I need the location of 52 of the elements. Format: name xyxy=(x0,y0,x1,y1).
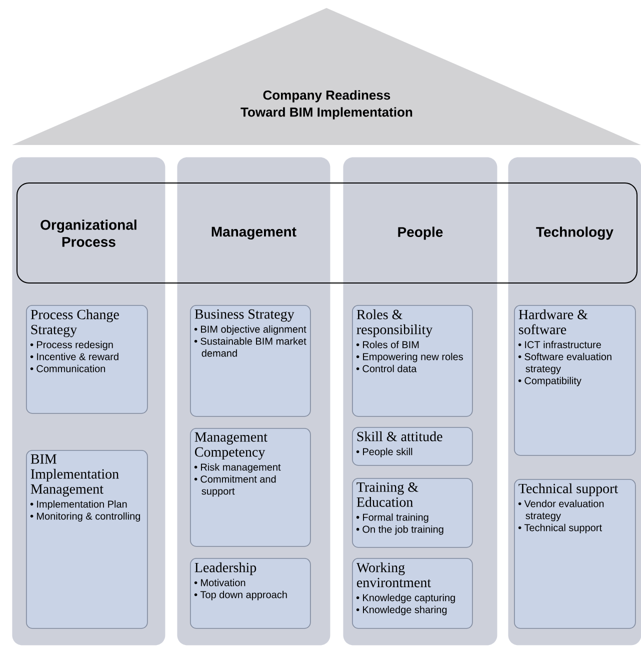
box-heading: Roles & responsibility xyxy=(356,309,433,338)
box-heading: Hardware & software xyxy=(518,309,588,334)
box-heading: Training & Education xyxy=(356,482,418,507)
bullet-item: ICT infrastructure xyxy=(518,340,601,348)
box-heading: Technical support xyxy=(518,483,618,496)
category-box xyxy=(352,478,473,548)
category-box xyxy=(26,305,148,414)
box-heading: BIM Implementation Management xyxy=(30,454,119,497)
bullet-item: Risk management xyxy=(194,463,281,473)
pillar-heading: Organizational Process xyxy=(40,220,136,247)
bullet-item: Sustainable BIM market demand xyxy=(194,337,306,357)
bullet-item: Software evaluation strategy xyxy=(518,352,612,374)
bullet-item: Monitoring & controlling xyxy=(30,512,140,522)
bullet-item: Knowledge sharing xyxy=(356,606,447,616)
box-heading: Process Change Strategy xyxy=(30,309,119,338)
bullet-item: Vendor evaluation strategy xyxy=(518,500,604,522)
bullet-item: Roles of BIM xyxy=(356,340,419,348)
bullet-item: Technical support xyxy=(518,524,602,534)
box-heading: Management Competency xyxy=(194,432,268,460)
bullet-item: Incentive & reward xyxy=(30,352,118,360)
category-box xyxy=(352,558,473,629)
pillar-heading: People xyxy=(398,226,443,240)
category-box xyxy=(514,479,636,629)
roof-triangle xyxy=(12,8,641,145)
category-box xyxy=(26,450,148,629)
bullet-item: Knowledge capturing xyxy=(356,594,455,604)
box-heading: Working environtment xyxy=(356,562,431,588)
pillar-heading: Technology xyxy=(536,226,614,240)
category-box xyxy=(190,428,311,547)
box-heading: Leadership xyxy=(194,562,256,576)
bullet-item: Compatibility xyxy=(518,376,582,386)
bullet-item: Empowering new roles xyxy=(356,352,463,362)
bullet-item: Formal training xyxy=(356,513,428,523)
bullet-item: Commitment and support xyxy=(194,475,276,497)
category-box xyxy=(190,305,311,417)
roof-title: Company Readiness Toward BIM Implementation xyxy=(240,90,412,120)
pillar-heading: Management xyxy=(212,226,296,240)
bullet-item: Communication xyxy=(30,364,105,372)
bullet-item: On the job training xyxy=(356,525,444,535)
category-box xyxy=(514,305,636,456)
bullet-item: Process redesign xyxy=(30,340,113,350)
bullet-item: Top down approach xyxy=(194,590,287,600)
bullet-item: People skill xyxy=(356,448,412,458)
bullet-item: Motivation xyxy=(194,578,246,586)
bullet-item: Implementation Plan xyxy=(30,500,127,510)
category-box xyxy=(190,558,311,629)
box-heading: Business Strategy xyxy=(194,309,294,322)
box-heading: Skill & attitude xyxy=(357,431,442,442)
category-box xyxy=(352,305,473,417)
bullet-item: BIM objective alignment xyxy=(194,325,306,335)
category-box xyxy=(352,427,473,466)
bullet-item: Control data xyxy=(356,364,417,372)
